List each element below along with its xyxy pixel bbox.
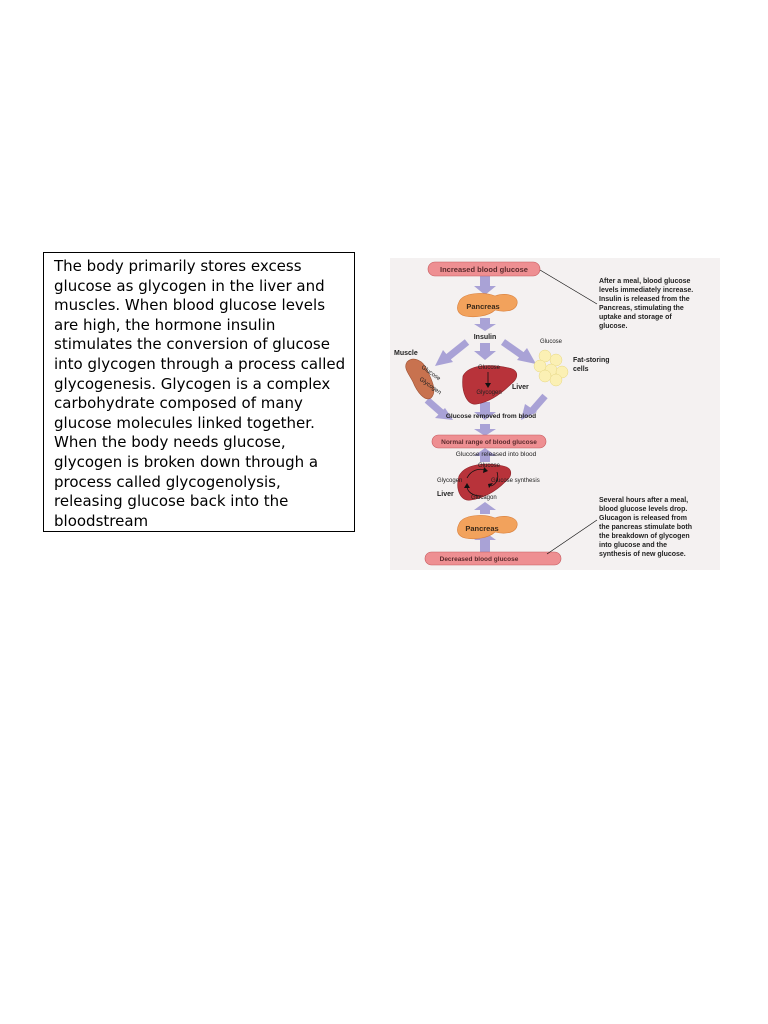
synthesis-arrow-head [488,483,493,488]
increased-blood-glucose-label: Increased blood glucose [440,265,528,274]
arrow-to-insulin [480,318,490,325]
normal-range-label: Normal range of blood glucose [441,439,537,446]
fat-cells-cluster [533,349,569,387]
liver-glycogen-label: Glycogen [476,390,501,396]
arrow-liver-down-head [474,412,496,420]
bottom-note-line-2: blood glucose levels drop. [599,506,687,513]
decreased-blood-glucose-pill [424,551,562,566]
pancreas-top-label: Pancreas [466,302,499,311]
top-note-leader-line [539,269,598,305]
arrow-to-liver [480,343,490,351]
pancreas-bottom-label: Pancreas [465,524,498,533]
top-note-line-6: glucose. [599,323,627,330]
glycogenolysis-arrow-head [483,467,488,473]
liver-top-label: Liver [512,384,529,391]
bottom-note: Several hours after a meal, blood glucos… [599,497,692,558]
arrow-to-muscle-head [435,350,453,366]
arrow-to-muscle [444,339,470,361]
pancreas-top-shape [457,293,518,318]
fat-glucose-label: Glucose [540,339,563,345]
arrow-fat-down [528,393,548,415]
muscle-label: Muscle [394,350,418,357]
arrow-to-normal [480,424,490,430]
liver-bottom-label: Liver [437,491,454,498]
arrow-glucagon-up-head [474,502,496,510]
glucose-removed-label: Glucose removed from blood [446,413,536,420]
decreased-blood-glucose-label: Decreased blood glucose [440,556,519,563]
arrow-liver-down [480,402,490,412]
muscle-shape [405,358,435,400]
top-note-line-4: Pancreas, stimulating the [599,305,684,312]
lower-glucose-label: Glucose [478,463,501,469]
liver-glucose-label: Glucose [478,365,501,371]
arrow-released-up-head [474,448,496,456]
top-note-line-1: After a meal, blood glucose [599,278,691,285]
top-note: After a meal, blood glucose levels immed… [599,278,693,330]
top-note-line-3: Insulin is released from the [599,296,690,303]
arrow-decreased-up [480,540,490,552]
explanation-text-box: The body primarily stores excess glucose… [43,252,355,532]
normal-range-pill [431,434,547,449]
top-note-line-5: uptake and storage of [599,314,672,321]
arrow-to-pancreas [480,275,490,286]
liver-glucose-arrow-head [485,383,491,388]
synthesis-arrow [490,471,499,487]
blood-glucose-regulation-diagram: Increased blood glucose Pancreas Insulin… [385,252,725,572]
top-note-line-2: levels immediately increase. [599,287,693,294]
lower-glycogen-label: Glycogen [437,478,462,484]
arrow-to-liver-head [474,351,496,360]
arrow-fat-down-head [521,404,537,420]
arrow-to-pancreas-head [474,286,496,295]
diagram-canvas: Increased blood glucose Pancreas Insulin… [390,258,720,570]
fat-storing-label-line1: Fat-storing [573,357,610,364]
bottom-note-line-7: synthesis of new glucose. [599,551,686,558]
bottom-note-line-1: Several hours after a meal, [599,497,688,504]
flow-arrows [424,275,548,552]
pancreas-bottom-shape [457,515,518,540]
bottom-note-leader-line [546,519,598,555]
bottom-note-line-4: the pancreas stimulate both [599,524,692,531]
glucagon-arrow-left-head [464,483,470,488]
insulin-label: Insulin [474,334,497,341]
arrow-to-fat-head [517,348,536,364]
arrow-to-normal-head [474,429,496,436]
bottom-note-line-3: Glucagon is released from [599,515,687,522]
bottom-note-line-6: into glucose and the [599,542,667,549]
arrow-muscle-down-head [435,408,453,420]
arrow-to-insulin-head [474,324,496,331]
glucose-synthesis-label: Glucose synthesis [491,478,540,484]
bottom-note-line-5: the breakdown of glycogen [599,533,690,540]
arrow-released-up [480,456,490,462]
arrow-muscle-down [424,397,446,417]
increased-blood-glucose-pill [427,261,541,277]
arrow-to-fat [500,339,526,359]
arrow-glucagon-up [480,510,490,514]
glucose-released-label: Glucose released into blood [456,451,537,458]
glycogenolysis-arrow [466,468,486,479]
explanation-paragraph: The body primarily stores excess glucose… [54,257,346,530]
glucagon-label: Glucagon [471,495,497,501]
fat-storing-label-line2: cells [573,366,589,373]
